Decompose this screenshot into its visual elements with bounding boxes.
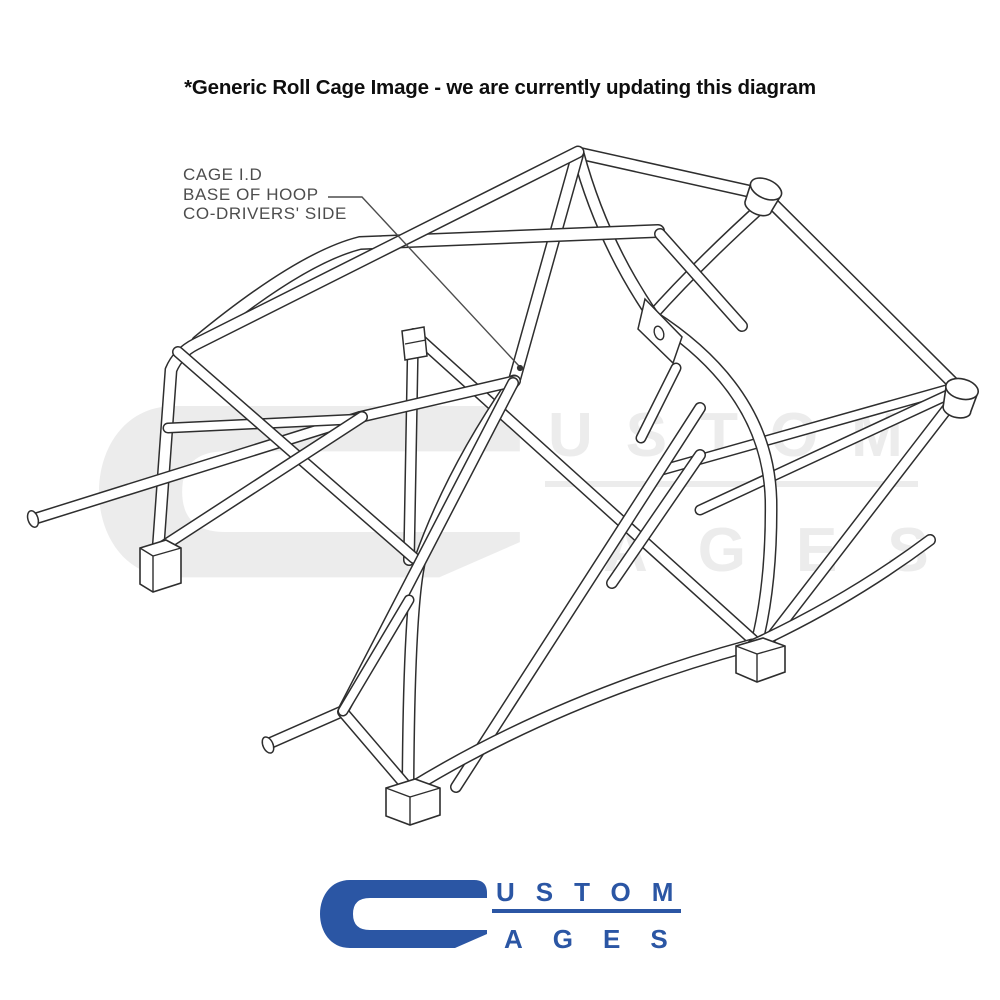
cage-details xyxy=(26,177,979,826)
annotation-line: BASE OF HOOP xyxy=(183,184,319,204)
watermark-rule xyxy=(545,481,918,487)
tube-end-cap xyxy=(744,177,783,217)
logo-word-bottom: AGES xyxy=(504,924,698,954)
tube-end-cap xyxy=(942,377,979,419)
page-title: *Generic Roll Cage Image - we are curren… xyxy=(184,76,816,99)
annotation-line: CO-DRIVERS' SIDE xyxy=(183,204,347,223)
cage-annotation: CAGE I.D BASE OF HOOP CO-DRIVERS' SIDE xyxy=(183,165,347,224)
mount-foot xyxy=(735,637,786,683)
annotation-leader xyxy=(328,196,524,372)
mount-foot xyxy=(385,778,441,826)
tube-clamp xyxy=(401,326,428,361)
logo-rule xyxy=(492,909,681,913)
cage-tubes xyxy=(28,145,963,796)
logo-word-top: USTOM xyxy=(496,877,694,907)
open-tube-face xyxy=(26,510,40,528)
mount-foot xyxy=(139,539,182,593)
gusset-plate xyxy=(637,297,683,365)
watermark-word-top: USTOM xyxy=(548,401,936,470)
open-tube-face xyxy=(261,736,275,754)
leader-dot xyxy=(516,364,524,372)
logo-c-icon xyxy=(320,880,487,948)
annotation-line: CAGE I.D xyxy=(183,165,263,184)
